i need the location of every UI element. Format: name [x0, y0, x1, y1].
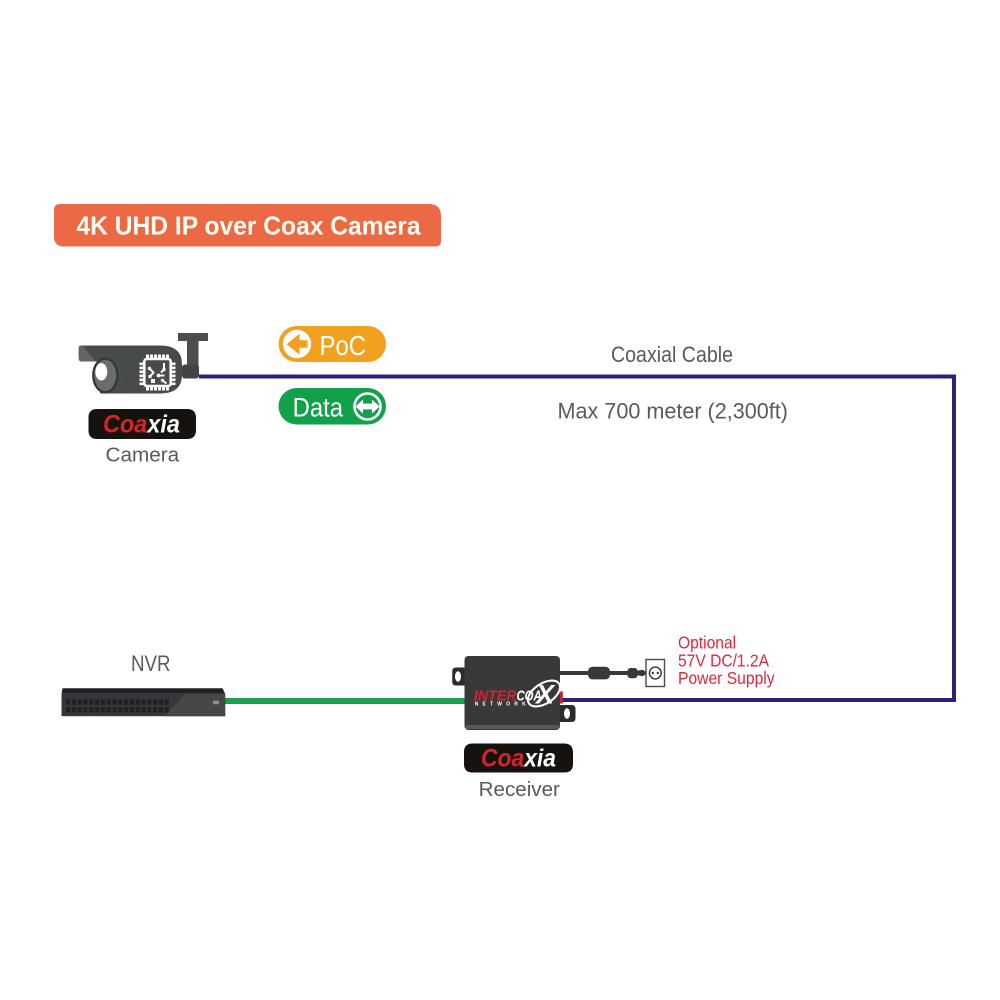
- svg-text:Camera: Camera: [106, 443, 180, 466]
- svg-text:NETWORK: NETWORK: [475, 702, 530, 708]
- svg-text:Max 700 meter (2,300ft): Max 700 meter (2,300ft): [558, 399, 789, 424]
- svg-text:Data: Data: [293, 393, 344, 423]
- svg-text:PoC: PoC: [320, 330, 367, 361]
- svg-text:Optional: Optional: [678, 633, 736, 653]
- svg-text:Coaxial Cable: Coaxial Cable: [611, 342, 733, 367]
- svg-text:4K UHD IP over Coax Camera: 4K UHD IP over Coax Camera: [77, 211, 422, 241]
- svg-text:57V DC/1.2A: 57V DC/1.2A: [678, 651, 769, 671]
- svg-text:Receiver: Receiver: [479, 778, 560, 801]
- svg-text:Power Supply: Power Supply: [678, 668, 775, 688]
- svg-text:NVR: NVR: [131, 651, 171, 676]
- svg-text:Coaxia: Coaxia: [103, 411, 180, 439]
- svg-text:Coaxia: Coaxia: [481, 745, 556, 773]
- svg-text:INTER: INTER: [474, 687, 517, 704]
